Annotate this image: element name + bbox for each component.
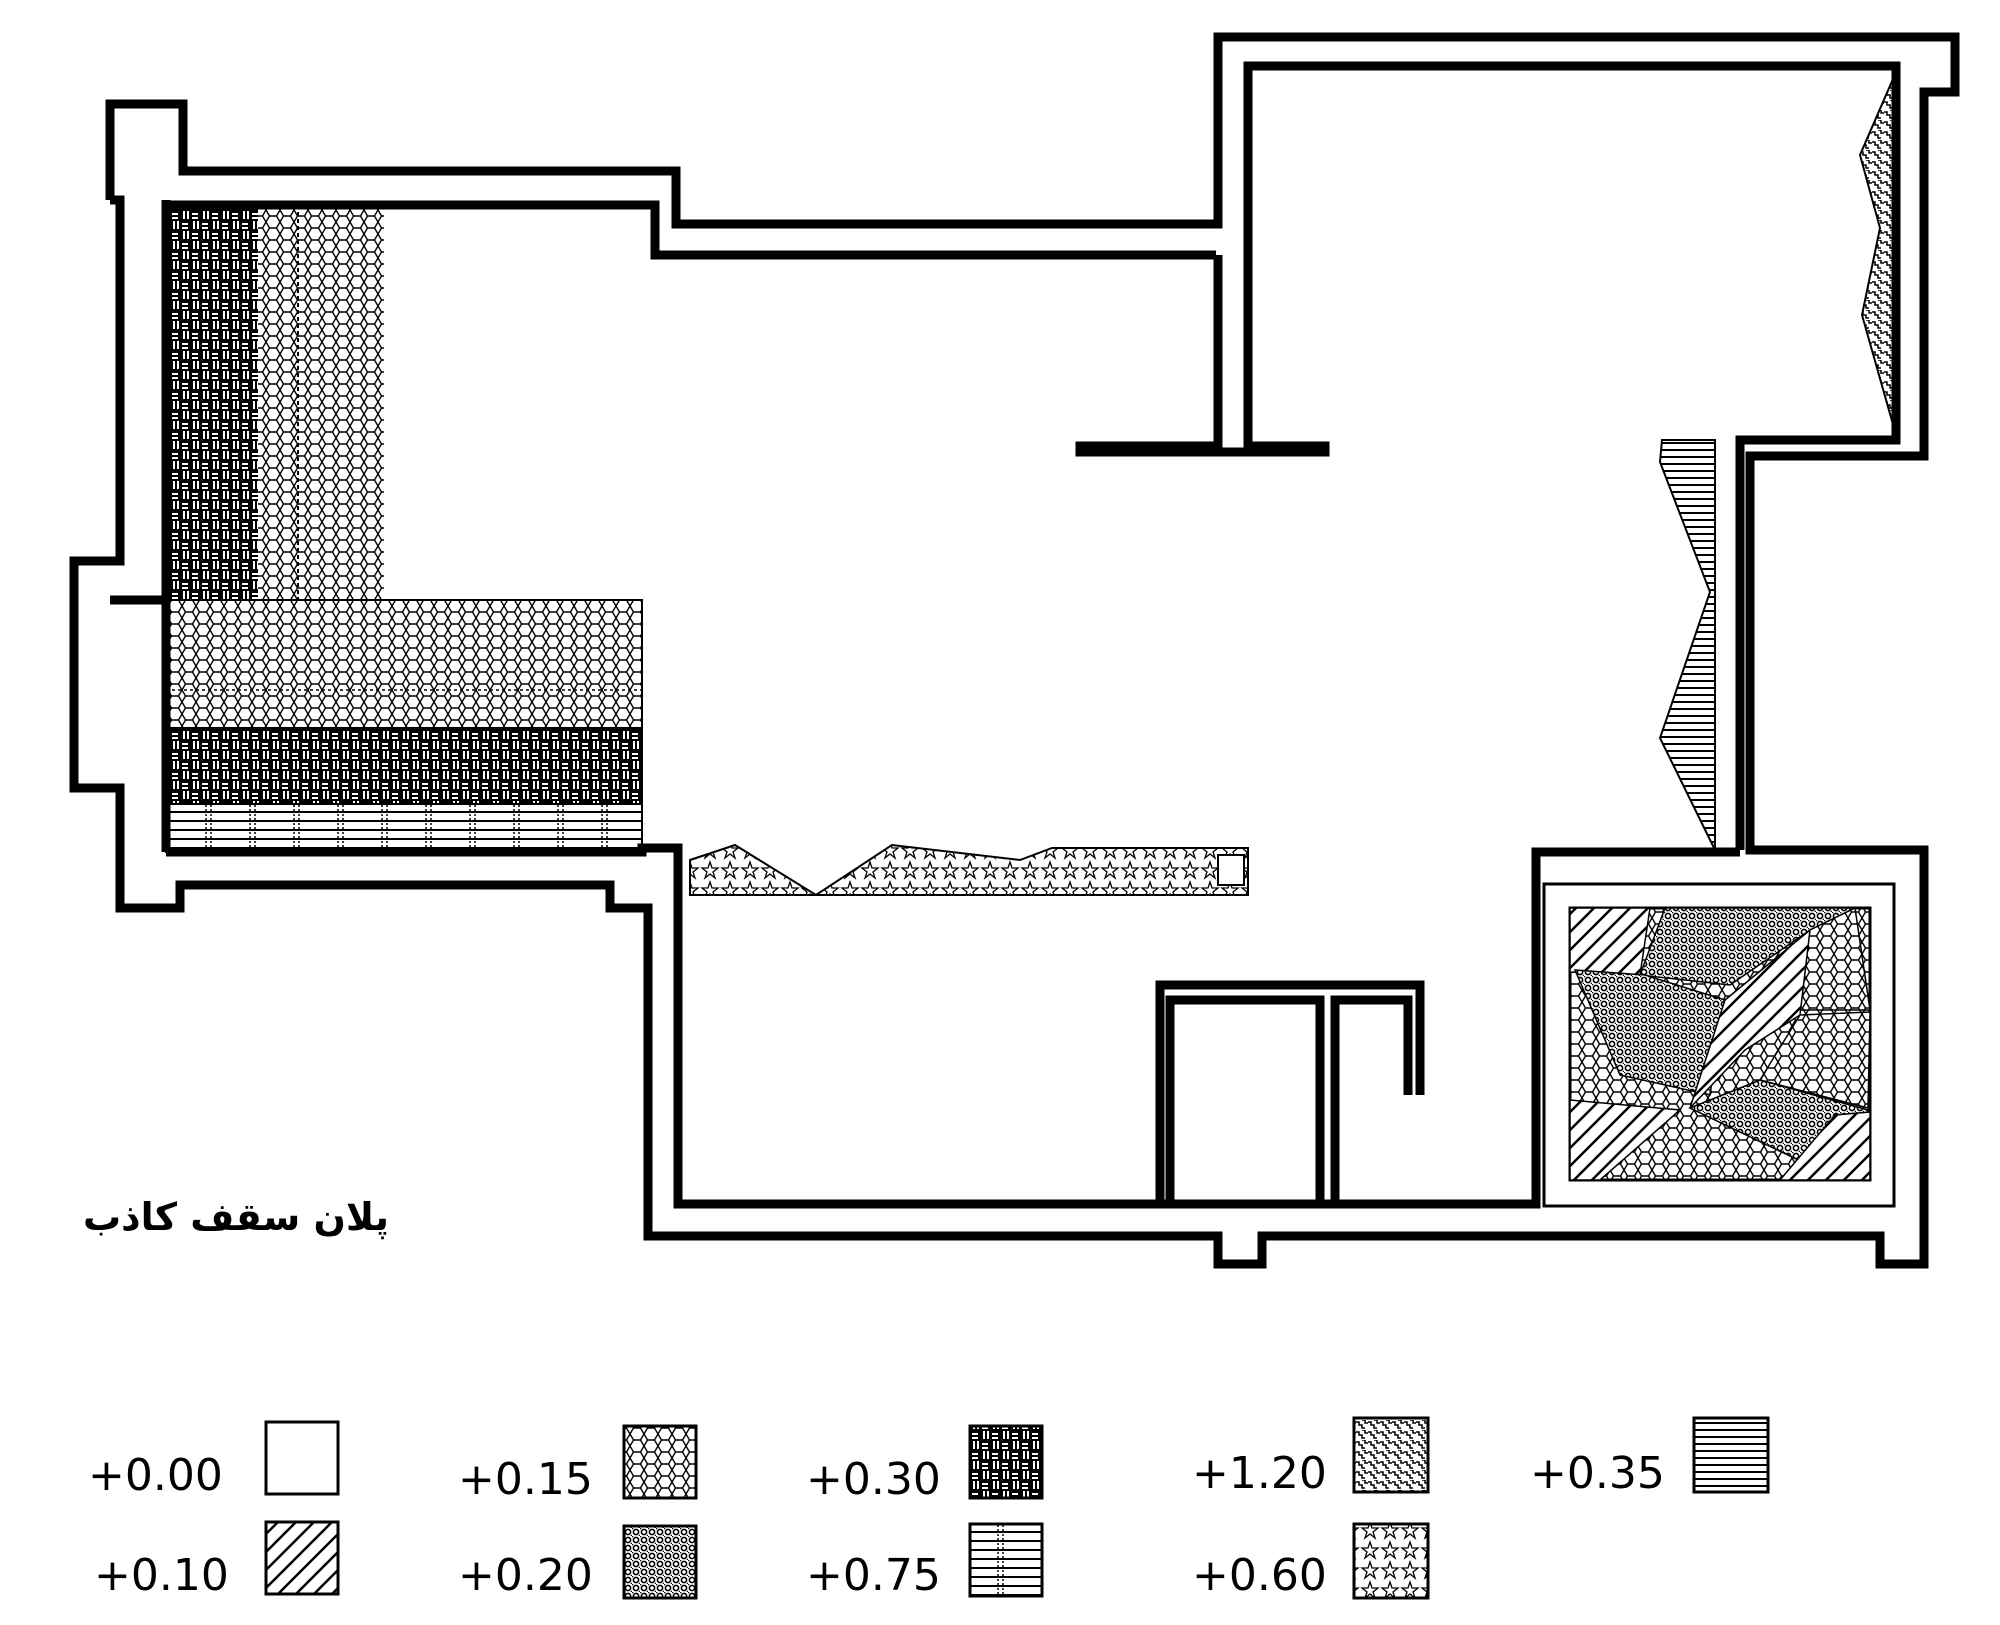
walls [69, 32, 1960, 1269]
zone-lines-band [165, 803, 643, 853]
legend-swatch [622, 1424, 698, 1500]
legend-swatch [1352, 1522, 1430, 1600]
zone-hex-strip [258, 205, 384, 600]
zone-hlines-strip [1658, 439, 1716, 851]
legend-label: +0.15 [458, 1454, 593, 1505]
legend-item-7: +0.60 [1192, 1522, 1430, 1601]
legend-label: +0.60 [1192, 1550, 1327, 1601]
legend-item-0: +0.00 [88, 1420, 340, 1501]
legend-item-8: +0.35 [1530, 1416, 1770, 1499]
legend-swatch [264, 1420, 340, 1496]
zone-zigzag-strip [1858, 71, 1897, 436]
legend-item-2: +0.15 [458, 1424, 698, 1505]
legend-label: +0.00 [88, 1450, 223, 1501]
legend-item-4: +0.30 [806, 1424, 1044, 1505]
legend-swatch [968, 1522, 1044, 1598]
legend-label: +1.20 [1192, 1448, 1327, 1499]
zone-basket-band [165, 727, 643, 805]
legend-item-1: +0.10 [94, 1520, 340, 1601]
legend-item-3: +0.20 [458, 1524, 698, 1601]
legend: +0.00 +0.10 +0.15 +0.20 +0.30 +0.75 +1.2… [88, 1416, 1770, 1601]
legend-label: +0.20 [458, 1550, 593, 1601]
zone-hex-band [165, 599, 643, 729]
legend-swatch [264, 1520, 340, 1596]
legend-label: +0.75 [806, 1550, 941, 1601]
legend-label: +0.35 [1530, 1448, 1665, 1499]
legend-label: +0.10 [94, 1550, 229, 1601]
legend-swatch [968, 1424, 1044, 1500]
legend-item-5: +0.75 [806, 1522, 1044, 1601]
zone-star-strip [689, 843, 1249, 897]
legend-swatch [1692, 1416, 1770, 1494]
legend-item-6: +1.20 [1192, 1416, 1430, 1499]
legend-swatch [622, 1524, 698, 1600]
zone-basket-strip [166, 205, 258, 600]
legend-swatch [1352, 1416, 1430, 1494]
legend-label: +0.30 [806, 1454, 941, 1505]
ceiling-zones [165, 71, 1897, 1208]
zone-square-frame [1542, 882, 1896, 1208]
plan-title: پلان سقف کاذب [83, 1195, 389, 1239]
